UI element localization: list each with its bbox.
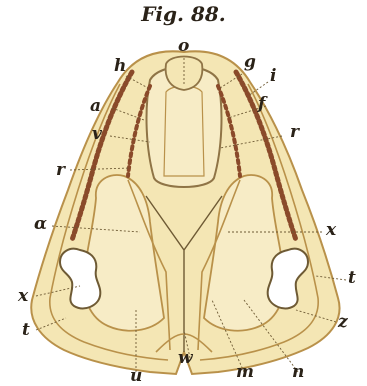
label-r-right: r xyxy=(290,124,299,141)
label-z-right: z xyxy=(338,314,348,331)
label-u: u xyxy=(130,368,142,385)
label-i: i xyxy=(270,68,276,85)
label-g: g xyxy=(244,54,256,71)
label-x-right: x xyxy=(326,222,336,239)
label-m: m xyxy=(236,364,254,381)
label-x-left: x xyxy=(18,288,28,305)
label-alpha: α xyxy=(34,216,47,233)
label-h: h xyxy=(114,58,126,75)
figure-title: Fig. 88. xyxy=(0,2,367,26)
label-a: a xyxy=(90,98,101,115)
top-knob xyxy=(166,57,203,91)
label-n: n xyxy=(292,364,304,381)
label-t-right: t xyxy=(348,270,356,287)
label-t-left: t xyxy=(22,322,30,339)
label-r-left: r xyxy=(56,162,65,179)
label-w: w xyxy=(178,350,193,367)
label-v: v xyxy=(92,126,102,143)
label-f: f xyxy=(258,96,265,113)
label-o: o xyxy=(178,38,189,55)
